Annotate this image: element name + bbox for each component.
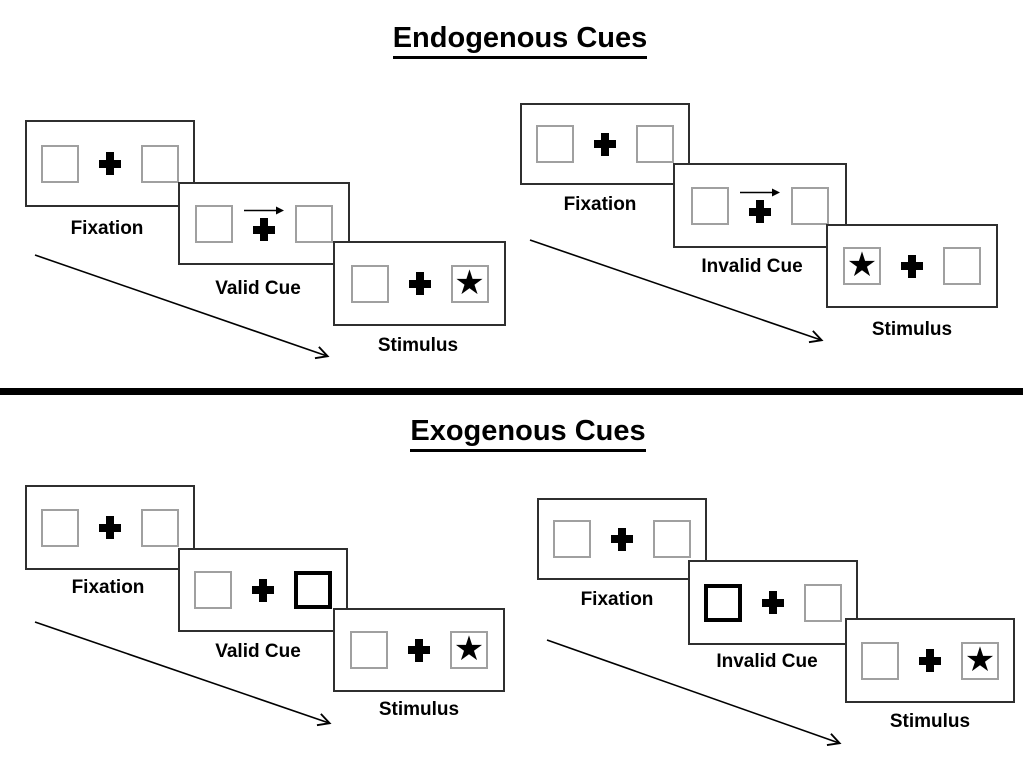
fixation-cross-icon xyxy=(762,591,784,614)
star-icon: ★ xyxy=(846,245,878,285)
left-box xyxy=(194,571,232,609)
exogenous-invalid-stimulus-panel: ★ xyxy=(845,618,1015,703)
time-arrow-endogenous-invalid xyxy=(529,239,824,344)
fixation-cross-icon xyxy=(594,132,616,156)
invalid-cue-label: Invalid Cue xyxy=(701,256,803,277)
right-box-target: ★ xyxy=(450,631,488,669)
exogenous-invalid-cue-panel xyxy=(688,560,858,645)
left-box xyxy=(195,204,233,243)
fixation-cross-icon xyxy=(408,272,431,295)
exogenous-invalid-fixation-panel xyxy=(537,498,707,580)
endogenous-section-title: Endogenous Cues xyxy=(20,22,1020,59)
fixation-label: Fixation xyxy=(71,577,145,598)
stimulus-label: Stimulus xyxy=(889,711,971,732)
right-box-target: ★ xyxy=(961,639,999,680)
left-box xyxy=(553,520,591,558)
right-box xyxy=(141,508,179,547)
fixation-cross-icon xyxy=(408,638,430,662)
fixation-cross-icon xyxy=(99,516,121,539)
endogenous-valid-cue-panel xyxy=(178,182,350,265)
endogenous-invalid-stimulus-panel: ★ xyxy=(826,224,998,308)
star-icon: ★ xyxy=(964,639,996,680)
fixation-label: Fixation xyxy=(580,589,654,610)
right-box xyxy=(653,520,691,558)
right-box xyxy=(804,583,842,622)
fixation-label: Fixation xyxy=(70,218,144,239)
fixation-cross-icon xyxy=(99,152,121,175)
section-divider xyxy=(0,388,1023,395)
left-box xyxy=(350,631,388,669)
valid-cue-label: Valid Cue xyxy=(215,641,301,662)
time-arrow-exogenous-invalid xyxy=(546,639,842,747)
right-arrow-cue-icon xyxy=(244,206,284,215)
exogenous-valid-stimulus-panel: ★ xyxy=(333,608,505,692)
stimulus-label: Stimulus xyxy=(378,699,460,720)
left-box-highlighted-cue xyxy=(704,583,742,622)
right-box xyxy=(791,186,829,225)
fixation-label: Fixation xyxy=(563,194,637,215)
stimulus-label: Stimulus xyxy=(377,335,459,356)
exogenous-section-title: Exogenous Cues xyxy=(36,415,1020,452)
left-box xyxy=(350,264,389,303)
star-icon: ★ xyxy=(453,629,485,669)
exogenous-valid-fixation-panel xyxy=(25,485,195,570)
endogenous-invalid-fixation-panel xyxy=(520,103,690,185)
left-box xyxy=(41,508,79,547)
fixation-cross-icon xyxy=(252,578,274,602)
stimulus-label: Stimulus xyxy=(871,319,953,340)
left-box xyxy=(691,186,729,225)
left-box xyxy=(536,125,574,163)
endogenous-valid-fixation-panel xyxy=(25,120,195,207)
right-arrow-cue-icon xyxy=(740,188,780,197)
endogenous-invalid-cue-panel xyxy=(673,163,847,248)
star-icon: ★ xyxy=(454,262,485,303)
right-box-target: ★ xyxy=(450,262,489,303)
right-box xyxy=(636,125,674,163)
invalid-cue-label: Invalid Cue xyxy=(716,651,818,672)
valid-cue-label: Valid Cue xyxy=(215,278,301,299)
fixation-cross-icon xyxy=(611,527,633,551)
time-arrow-endogenous-valid xyxy=(34,254,330,360)
fixation-cross-icon xyxy=(901,254,923,278)
right-box xyxy=(141,144,179,183)
right-box xyxy=(943,247,981,285)
right-box xyxy=(295,204,333,243)
right-box-highlighted-cue xyxy=(294,571,332,609)
time-arrow-exogenous-valid xyxy=(34,621,332,727)
left-box xyxy=(861,641,899,680)
left-box-target: ★ xyxy=(843,247,881,285)
left-box xyxy=(41,144,79,183)
fixation-cross-icon xyxy=(749,200,771,223)
fixation-cross-icon xyxy=(919,649,941,672)
endogenous-valid-stimulus-panel: ★ xyxy=(333,241,506,326)
exogenous-valid-cue-panel xyxy=(178,548,348,632)
fixation-cross-icon xyxy=(253,218,275,241)
